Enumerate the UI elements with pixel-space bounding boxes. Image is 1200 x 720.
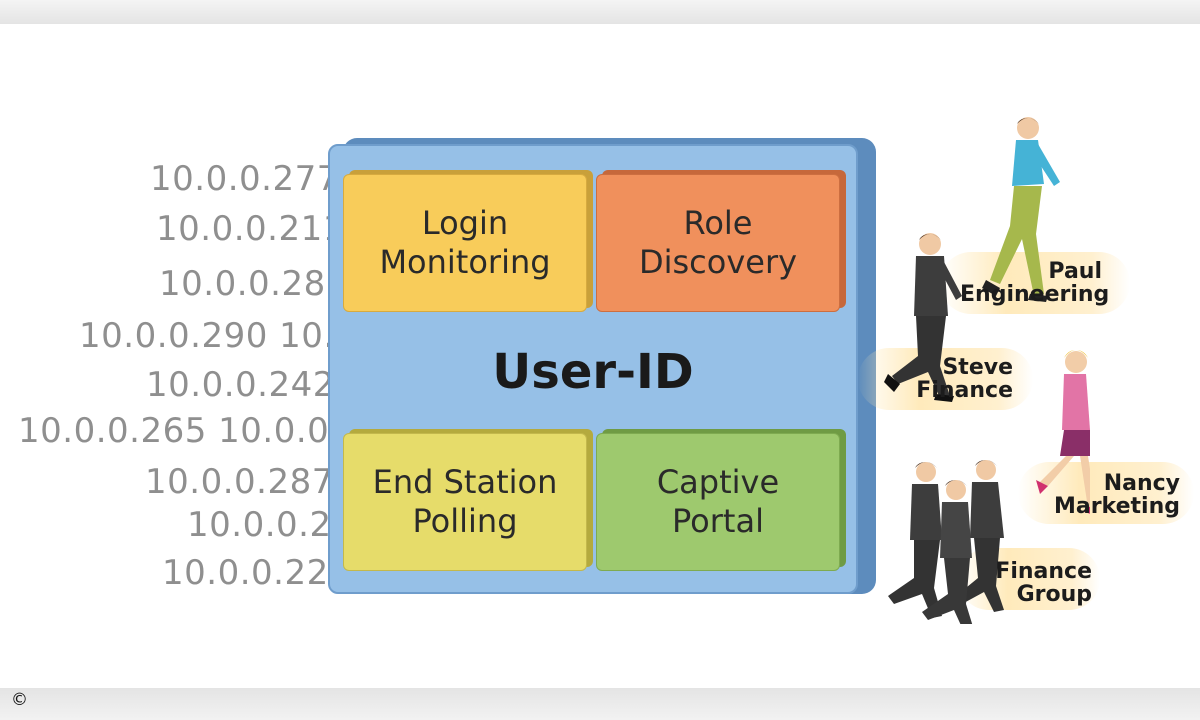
login-monitoring-tile: Login Monitoring: [343, 174, 587, 312]
diagram-canvas: 10.0.0.277 10.0.0.211 10.0.0.282 10.0.0.…: [0, 24, 1200, 688]
ip-address: 10.0.0.277: [150, 159, 331, 199]
ip-address-list: 10.0.0.277 10.0.0.211 10.0.0.282 10.0.0.…: [0, 24, 331, 688]
person-nancy-figure: [1036, 350, 1090, 514]
person-steve-label: Steve Finance: [916, 355, 1013, 404]
people-illustration: [884, 117, 1090, 624]
ip-address: 10.0.0.2: [187, 505, 331, 545]
ip-address: 10.0.0.287: [145, 462, 331, 502]
person-paul-figure: [982, 117, 1060, 302]
person-steve-figure: [884, 233, 962, 402]
role-discovery-tile: Role Discovery: [596, 174, 840, 312]
ip-address: 10.0.0.290 10.: [79, 316, 331, 356]
person-paul-label: Paul Engineering: [960, 259, 1110, 308]
person-nancy-label: Nancy Marketing: [1053, 471, 1180, 520]
ip-address: 10.0.0.221: [162, 553, 331, 593]
ip-address: 10.0.0.282: [159, 264, 331, 304]
top-bar: [0, 0, 1200, 24]
copyright-symbol: ©: [11, 690, 28, 710]
user-id-title: User-ID: [492, 344, 694, 400]
ip-address: 10.0.0.211: [156, 209, 331, 249]
ip-address: 10.0.0.242: [146, 365, 331, 405]
end-station-polling-tile: End Station Polling: [343, 433, 587, 571]
ip-address: 10.0.0.265 10.0.0.: [18, 411, 331, 451]
captive-portal-tile: Captive Portal: [596, 433, 840, 571]
person-finance-group-label: Finance Group: [995, 559, 1092, 608]
bottom-bar: [0, 688, 1200, 720]
person-finance-group-figure: [888, 460, 1004, 624]
